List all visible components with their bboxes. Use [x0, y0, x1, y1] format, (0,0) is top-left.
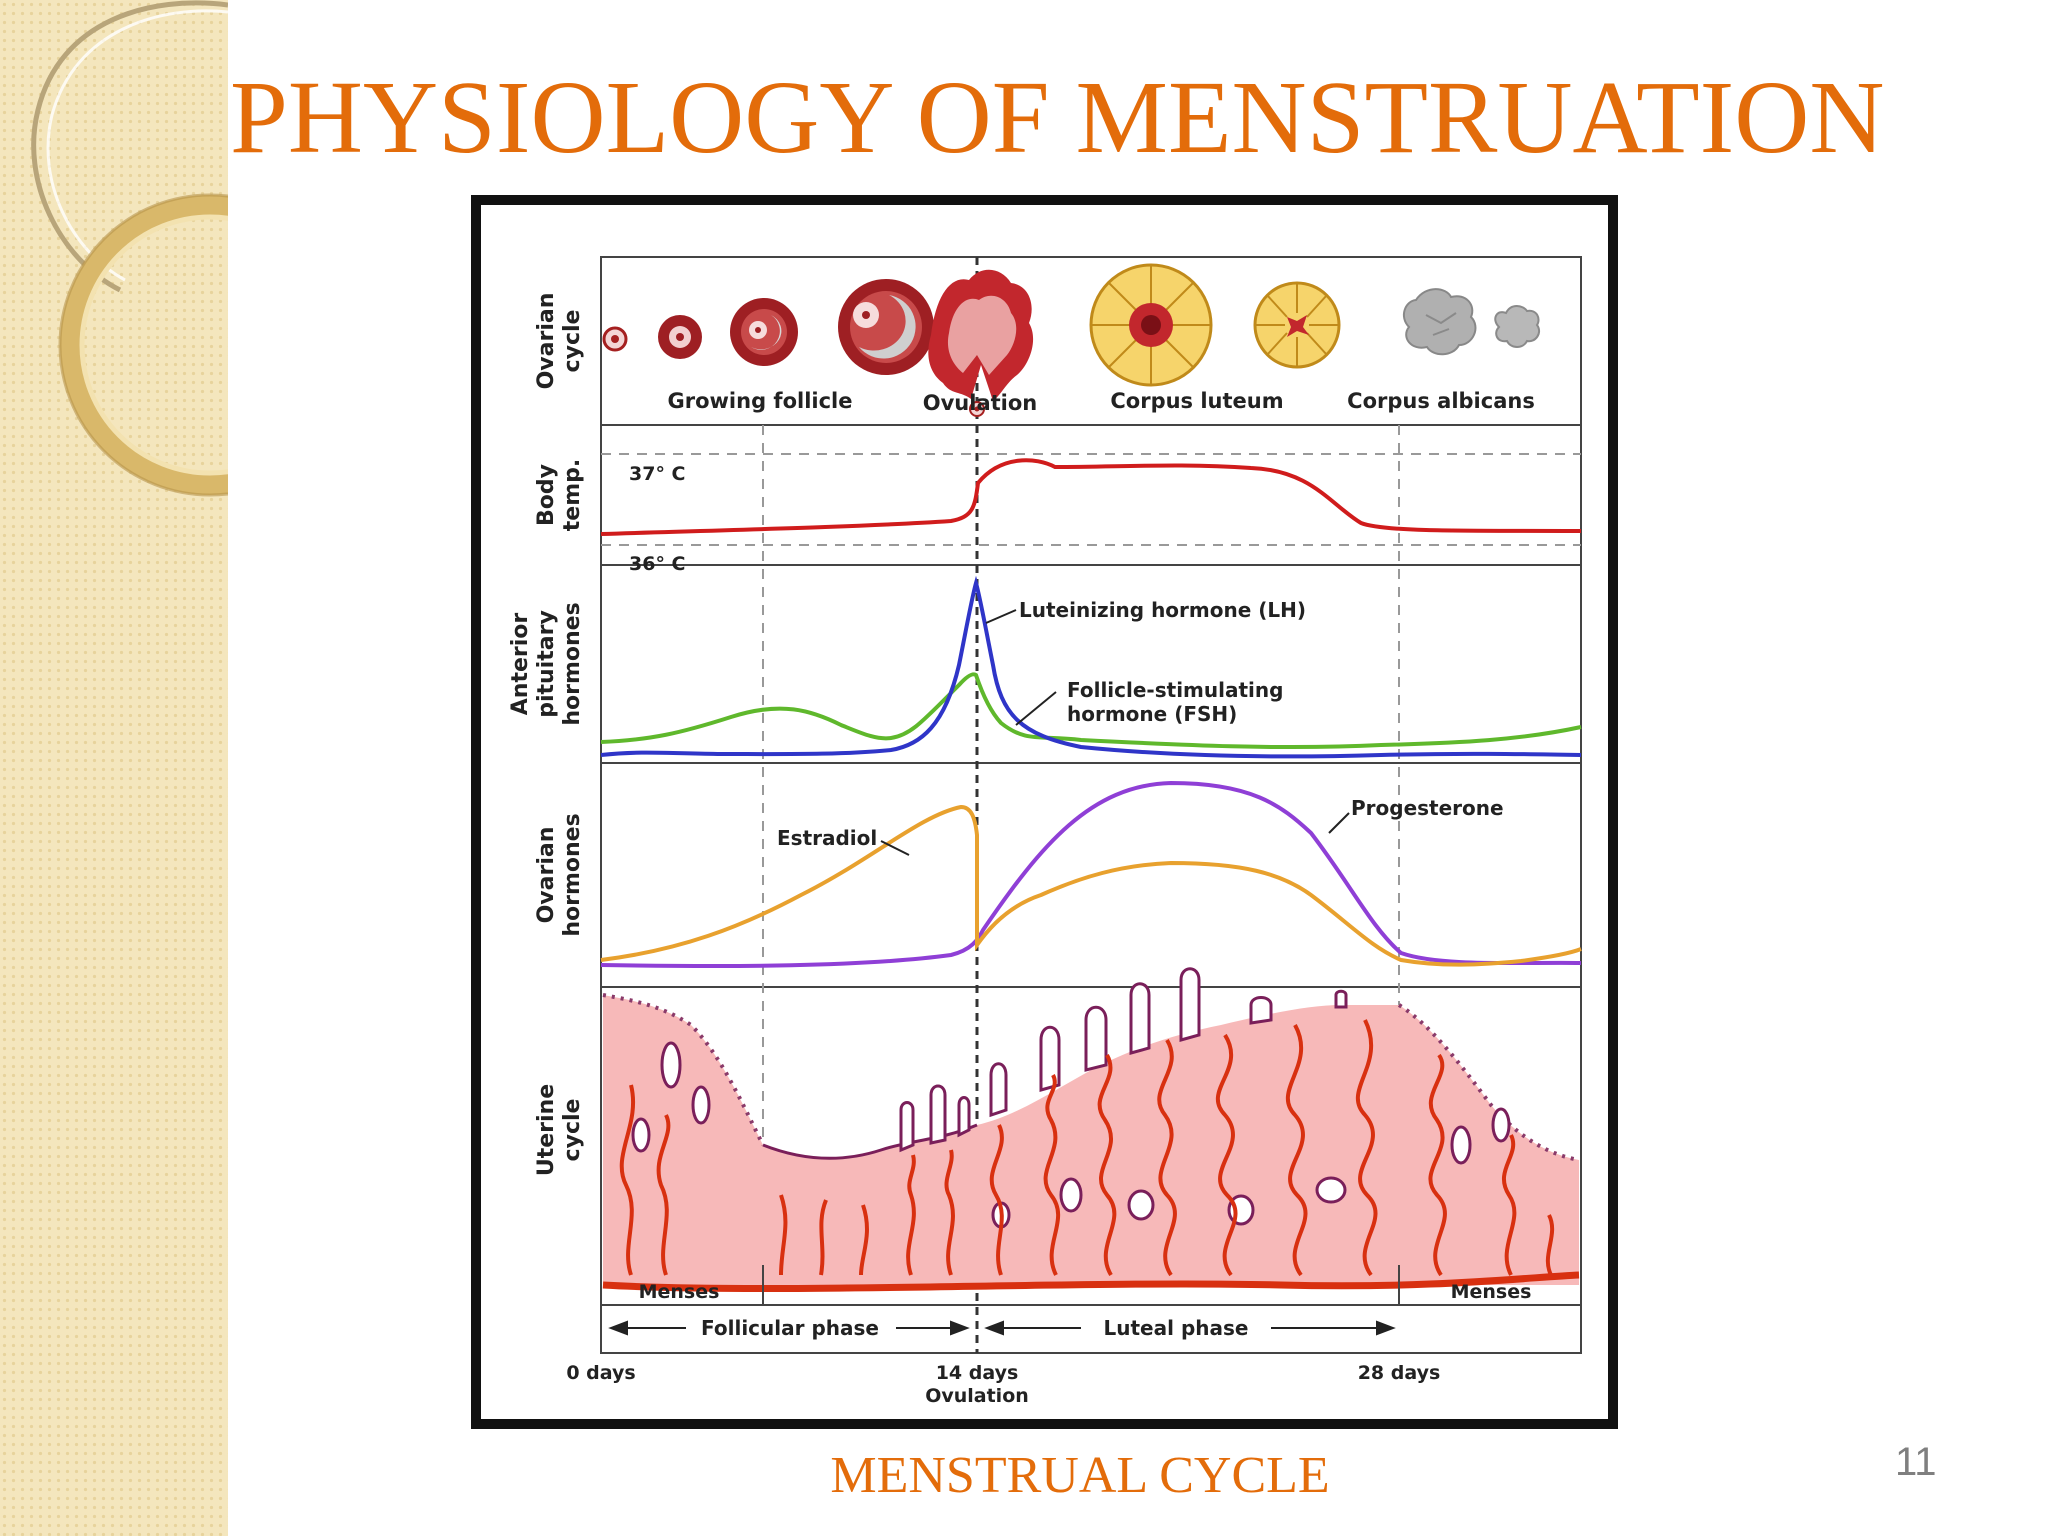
label-day-28: 28 days	[1358, 1362, 1441, 1384]
label-follicular-phase: Follicular phase	[701, 1316, 879, 1340]
sidebar-decoration	[0, 0, 228, 1536]
corpus-luteum-small-icon	[1253, 281, 1341, 369]
svg-text:temp.: temp.	[560, 459, 585, 531]
row-label-uterine-cycle: Uterine cycle	[534, 1084, 585, 1176]
pituitary-panel	[600, 564, 1582, 764]
label-fsh-line2: hormone (FSH)	[1067, 702, 1237, 726]
estradiol-curve	[600, 804, 1582, 967]
corpus-luteum-large-icon	[1089, 263, 1213, 387]
svg-text:Body: Body	[534, 464, 559, 526]
figure-canvas: Ovarian cycle Body temp. Anterior pituit…	[481, 205, 1608, 1419]
label-menses-right: Menses	[1451, 1281, 1532, 1303]
label-lh: Luteinizing hormone (LH)	[1019, 598, 1306, 622]
svg-text:pituitary: pituitary	[534, 610, 559, 718]
label-corpus-albicans: Corpus albicans	[1347, 389, 1535, 413]
svg-text:cycle: cycle	[560, 310, 585, 373]
slide-title: PHYSIOLOGY OF MENSTRUATION	[230, 60, 1885, 175]
label-corpus-luteum: Corpus luteum	[1110, 389, 1283, 413]
corpus-albicans-large-icon	[1402, 288, 1477, 356]
follicle-stage-1-icon	[602, 326, 628, 352]
menstrual-cycle-diagram: Ovarian cycle Body temp. Anterior pituit…	[508, 256, 1582, 1407]
label-day-14: 14 days	[936, 1362, 1019, 1384]
follicle-stage-2-icon	[658, 315, 702, 359]
slide-number: 11	[1895, 1440, 1937, 1484]
row-label-ovarian-hormones: Ovarian hormones	[534, 813, 585, 936]
label-ovulation: Ovulation	[923, 391, 1037, 415]
svg-text:Anterior: Anterior	[508, 613, 533, 716]
follicular-arrowhead-left	[608, 1320, 628, 1336]
temp-low-label: 36° C	[629, 553, 686, 575]
figure-caption: MENSTRUAL CYCLE	[830, 1447, 1330, 1504]
ring-ornament-icon	[31, 0, 228, 497]
label-menses-left: Menses	[639, 1281, 720, 1303]
mature-follicle-icon	[838, 279, 934, 375]
label-growing-follicle: Growing follicle	[668, 389, 853, 413]
estradiol-pointer	[880, 840, 910, 856]
fsh-pointer	[1015, 691, 1057, 726]
follicular-arrowhead-right	[950, 1320, 970, 1336]
label-fsh-line1: Follicle-stimulating	[1067, 678, 1283, 702]
row-label-body-temp: Body temp.	[534, 459, 585, 531]
row-label-ovarian-cycle: Ovarian cycle	[534, 293, 585, 390]
menstrual-cycle-figure: Ovarian cycle Body temp. Anterior pituit…	[471, 195, 1618, 1429]
svg-text:Ovarian: Ovarian	[534, 293, 559, 390]
body-temp-curve	[600, 458, 1582, 536]
endometrium-illustration	[602, 967, 1580, 1293]
progesterone-curve	[600, 780, 1582, 968]
label-progesterone: Progesterone	[1351, 796, 1504, 820]
svg-text:Ovarian: Ovarian	[534, 827, 559, 924]
row-label-pituitary: Anterior pituitary hormones	[508, 602, 585, 725]
uterine-cycle-panel	[600, 986, 1582, 1354]
label-day-0: 0 days	[566, 1362, 635, 1384]
svg-text:cycle: cycle	[560, 1099, 585, 1162]
label-estradiol: Estradiol	[777, 826, 877, 850]
corpus-albicans-small-icon	[1494, 305, 1541, 348]
luteal-arrowhead-right	[1376, 1320, 1396, 1336]
luteal-arrowhead-left	[984, 1320, 1004, 1336]
svg-text:Uterine: Uterine	[534, 1084, 559, 1176]
fsh-curve	[600, 672, 1582, 750]
label-luteal-phase: Luteal phase	[1104, 1316, 1249, 1340]
svg-text:hormones: hormones	[560, 813, 585, 936]
lh-pointer	[985, 609, 1017, 624]
follicle-stage-3-icon	[730, 298, 798, 366]
progesterone-pointer	[1328, 812, 1350, 834]
svg-text:hormones: hormones	[560, 602, 585, 725]
label-day-14-ovulation: Ovulation	[925, 1385, 1029, 1407]
lh-curve	[600, 575, 1582, 759]
ovulation-rupture-icon	[928, 269, 1034, 417]
temp-high-label: 37° C	[629, 463, 686, 485]
